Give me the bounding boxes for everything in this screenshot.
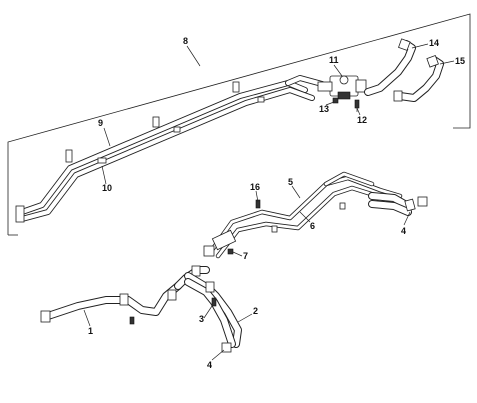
callout-10: 10 <box>102 183 112 193</box>
hose-14 <box>364 38 416 96</box>
callout-1: 1 <box>88 326 93 336</box>
bolt-3 <box>211 297 217 307</box>
bolt-lower <box>129 316 135 325</box>
twin-pipe-assembly <box>15 75 325 223</box>
callout-14: 14 <box>429 38 439 48</box>
leader-13 <box>325 101 335 106</box>
leader-8 <box>186 45 201 67</box>
callout-4-bottom: 4 <box>207 360 212 370</box>
leader-11 <box>333 64 343 77</box>
leader-12 <box>356 107 361 116</box>
mounting-bracket <box>97 157 107 164</box>
leader-2 <box>237 313 253 323</box>
nut-7 <box>227 248 234 255</box>
hose-1 <box>40 265 210 323</box>
mounting-bracket <box>152 116 160 128</box>
mounting-bracket <box>257 96 265 103</box>
leader-3 <box>203 305 213 319</box>
callout-8: 8 <box>183 36 188 46</box>
leader-6 <box>299 211 311 223</box>
leader-4a <box>403 211 411 226</box>
callout-11: 11 <box>329 55 339 65</box>
leader-9 <box>103 127 111 147</box>
hose-15 <box>393 55 444 102</box>
leader-10 <box>101 165 107 185</box>
bolt-16 <box>255 199 261 209</box>
callout-6: 6 <box>310 221 315 231</box>
leader-5 <box>291 185 301 199</box>
leader-16 <box>255 190 259 203</box>
callout-4-right: 4 <box>401 226 406 236</box>
leader-4b <box>211 349 225 361</box>
callout-15: 15 <box>455 56 465 66</box>
mounting-bracket <box>65 149 73 163</box>
callout-9: 9 <box>98 118 103 128</box>
twin-pipe-5-6 <box>203 171 412 259</box>
hose-2 <box>184 272 242 348</box>
cap-4-bottom <box>221 342 232 353</box>
callout-3: 3 <box>199 314 204 324</box>
callout-12: 12 <box>357 115 367 125</box>
leader-7 <box>232 251 243 257</box>
callout-13: 13 <box>319 104 329 114</box>
leader-1 <box>83 309 91 327</box>
leader-15 <box>439 60 455 65</box>
callout-5: 5 <box>288 177 293 187</box>
callout-16: 16 <box>250 182 260 192</box>
mounting-bracket <box>232 81 240 93</box>
cap-4-right <box>404 196 428 212</box>
upper-assembly-frame <box>7 13 471 235</box>
valve-block <box>317 75 367 100</box>
callout-2: 2 <box>253 306 258 316</box>
callout-7: 7 <box>243 251 248 261</box>
valve-bolt <box>354 99 360 112</box>
mounting-bracket <box>173 126 181 133</box>
valve-nut <box>332 97 339 104</box>
leader-14 <box>411 43 429 49</box>
pipe-end-fitting <box>15 205 25 223</box>
